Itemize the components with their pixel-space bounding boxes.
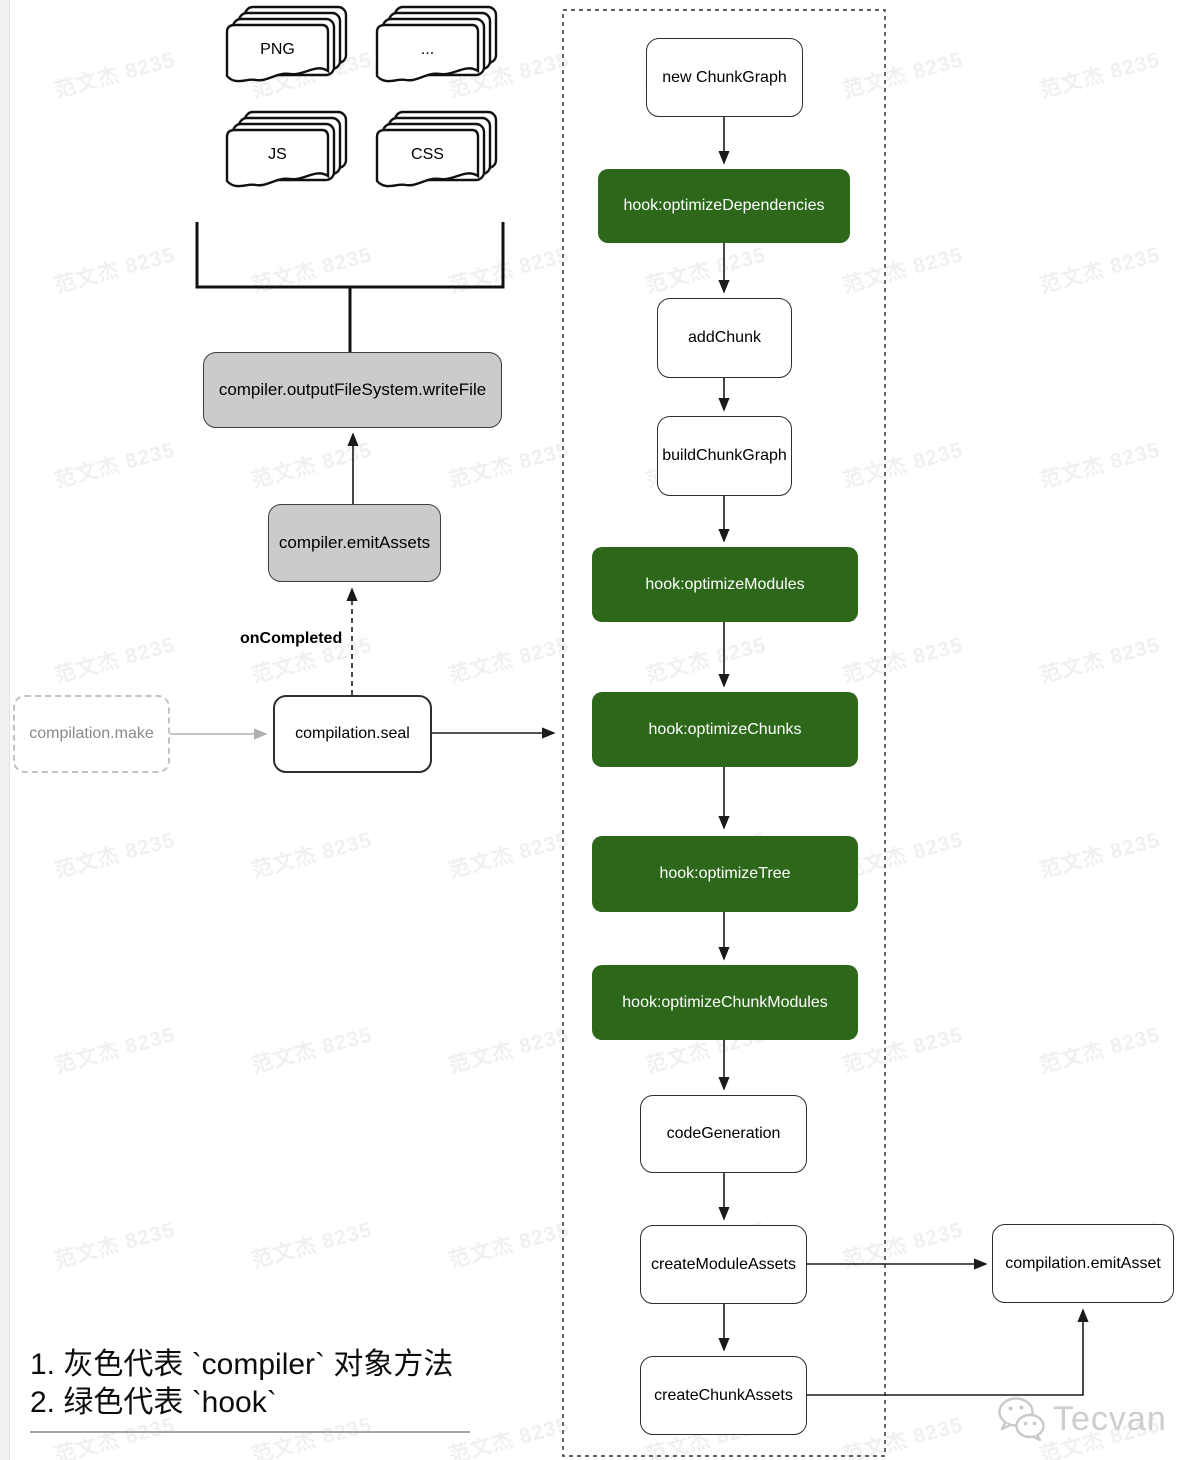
bracket-connector bbox=[195, 222, 505, 352]
node-compilation-emit-asset: compilation.emitAsset bbox=[992, 1224, 1174, 1303]
legend-line-1: 1. 灰色代表 `compiler` 对象方法 bbox=[30, 1348, 454, 1381]
edge-label-on-completed: onCompleted bbox=[240, 630, 343, 647]
arrows bbox=[346, 117, 1089, 1396]
node-create-module-assets: createModuleAssets bbox=[640, 1225, 807, 1304]
node-code-generation: codeGeneration bbox=[640, 1095, 807, 1173]
file-stack-shapes bbox=[225, 5, 498, 188]
node-hook-optimize-tree: hook:optimizeTree bbox=[592, 836, 858, 912]
legend: 1. 灰色代表 `compiler` 对象方法 2. 绿色代表 `hook` bbox=[30, 1346, 453, 1422]
wechat-icon bbox=[998, 1397, 1045, 1442]
node-build-chunk-graph: buildChunkGraph bbox=[657, 416, 792, 496]
seal-stage-container bbox=[562, 9, 886, 1457]
file-stack-other-label: ... bbox=[420, 41, 435, 58]
node-add-chunk: addChunk bbox=[657, 298, 792, 378]
node-compiler-output-filesystem-writefile: compiler.outputFileSystem.writeFile bbox=[203, 352, 502, 428]
node-hook-optimize-chunks: hook:optimizeChunks bbox=[592, 692, 858, 767]
file-stack-js-label: JS bbox=[268, 146, 287, 163]
node-new-chunk-graph: new ChunkGraph bbox=[646, 38, 803, 117]
legend-divider bbox=[30, 1431, 470, 1433]
node-create-chunk-assets: createChunkAssets bbox=[640, 1356, 807, 1435]
legend-line-2: 2. 绿色代表 `hook` bbox=[30, 1386, 277, 1419]
file-stack-png-label: PNG bbox=[260, 41, 295, 58]
page-left-edge bbox=[0, 0, 10, 1460]
node-hook-optimize-modules: hook:optimizeModules bbox=[592, 547, 858, 622]
brand-name: Tecvan bbox=[1053, 1399, 1167, 1438]
brand-logo: Tecvan bbox=[995, 1396, 1167, 1442]
node-hook-optimize-dependencies: hook:optimizeDependencies bbox=[598, 169, 850, 243]
node-compilation-make: compilation.make bbox=[13, 695, 170, 773]
node-compilation-seal: compilation.seal bbox=[273, 695, 432, 773]
node-compiler-emit-assets: compiler.emitAssets bbox=[268, 504, 441, 582]
node-hook-optimize-chunk-modules: hook:optimizeChunkModules bbox=[592, 965, 858, 1040]
file-stack-css-label: CSS bbox=[411, 146, 444, 163]
